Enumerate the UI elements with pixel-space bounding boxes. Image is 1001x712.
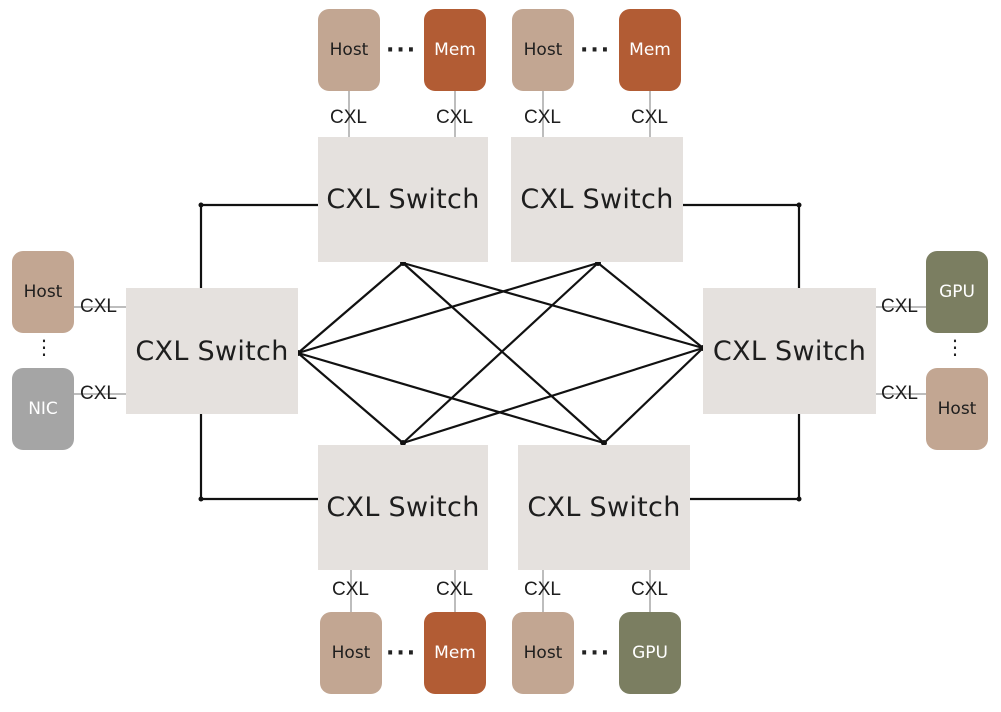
device-host: Host xyxy=(318,9,380,91)
switch-top-right: CXL Switch xyxy=(511,137,683,262)
ellipsis: ··· xyxy=(580,641,612,666)
device-mem: Mem xyxy=(424,612,486,694)
device-host: Host xyxy=(926,368,988,450)
device-nic: NIC xyxy=(12,368,74,450)
cxl-link-label: CXL xyxy=(881,383,918,404)
junction-dots xyxy=(198,202,802,502)
cxl-link-label: CXL xyxy=(436,107,473,128)
ring-wire xyxy=(690,413,801,501)
ring-wire xyxy=(683,203,801,289)
cxl-link-label: CXL xyxy=(80,296,117,317)
cxl-link-label: CXL xyxy=(332,579,369,600)
switch-bottom-right: CXL Switch xyxy=(518,445,690,570)
cxl-link-label: CXL xyxy=(436,579,473,600)
mesh-wire xyxy=(597,262,704,349)
device-gpu: GPU xyxy=(926,251,988,333)
switch-top-left: CXL Switch xyxy=(318,137,488,262)
ellipsis: ··· xyxy=(386,641,418,666)
cxl-link-label: CXL xyxy=(330,107,367,128)
device-host: Host xyxy=(512,9,574,91)
vertical-ellipsis: ⋮ xyxy=(34,335,54,359)
vertical-ellipsis: ⋮ xyxy=(945,335,965,359)
switch-bottom-left: CXL Switch xyxy=(318,445,488,570)
mesh-wire xyxy=(402,346,704,445)
device-gpu: GPU xyxy=(619,612,681,694)
device-host: Host xyxy=(12,251,74,333)
cxl-link-label: CXL xyxy=(631,107,668,128)
cxl-link-label: CXL xyxy=(881,296,918,317)
device-host: Host xyxy=(512,612,574,694)
switch-left: CXL Switch xyxy=(126,288,298,414)
switch-right: CXL Switch xyxy=(703,288,876,414)
device-mem: Mem xyxy=(424,9,486,91)
device-host: Host xyxy=(320,612,382,694)
cxl-link-label: CXL xyxy=(524,579,561,600)
ring-wire xyxy=(199,203,318,289)
device-links xyxy=(74,90,926,613)
mesh-wire xyxy=(603,347,704,444)
cxl-link-label: CXL xyxy=(631,579,668,600)
ellipsis: ··· xyxy=(580,38,612,63)
cxl-link-label: CXL xyxy=(80,383,117,404)
mesh-wire xyxy=(402,262,605,444)
mesh-wire xyxy=(297,261,599,355)
mesh-wire xyxy=(402,262,599,444)
mesh-wire xyxy=(297,352,404,444)
cxl-link-label: CXL xyxy=(524,107,561,128)
device-mem: Mem xyxy=(619,9,681,91)
ring-wire xyxy=(199,413,318,501)
mesh-links xyxy=(297,261,704,445)
ellipsis: ··· xyxy=(386,38,418,63)
mesh-wire xyxy=(297,262,404,354)
